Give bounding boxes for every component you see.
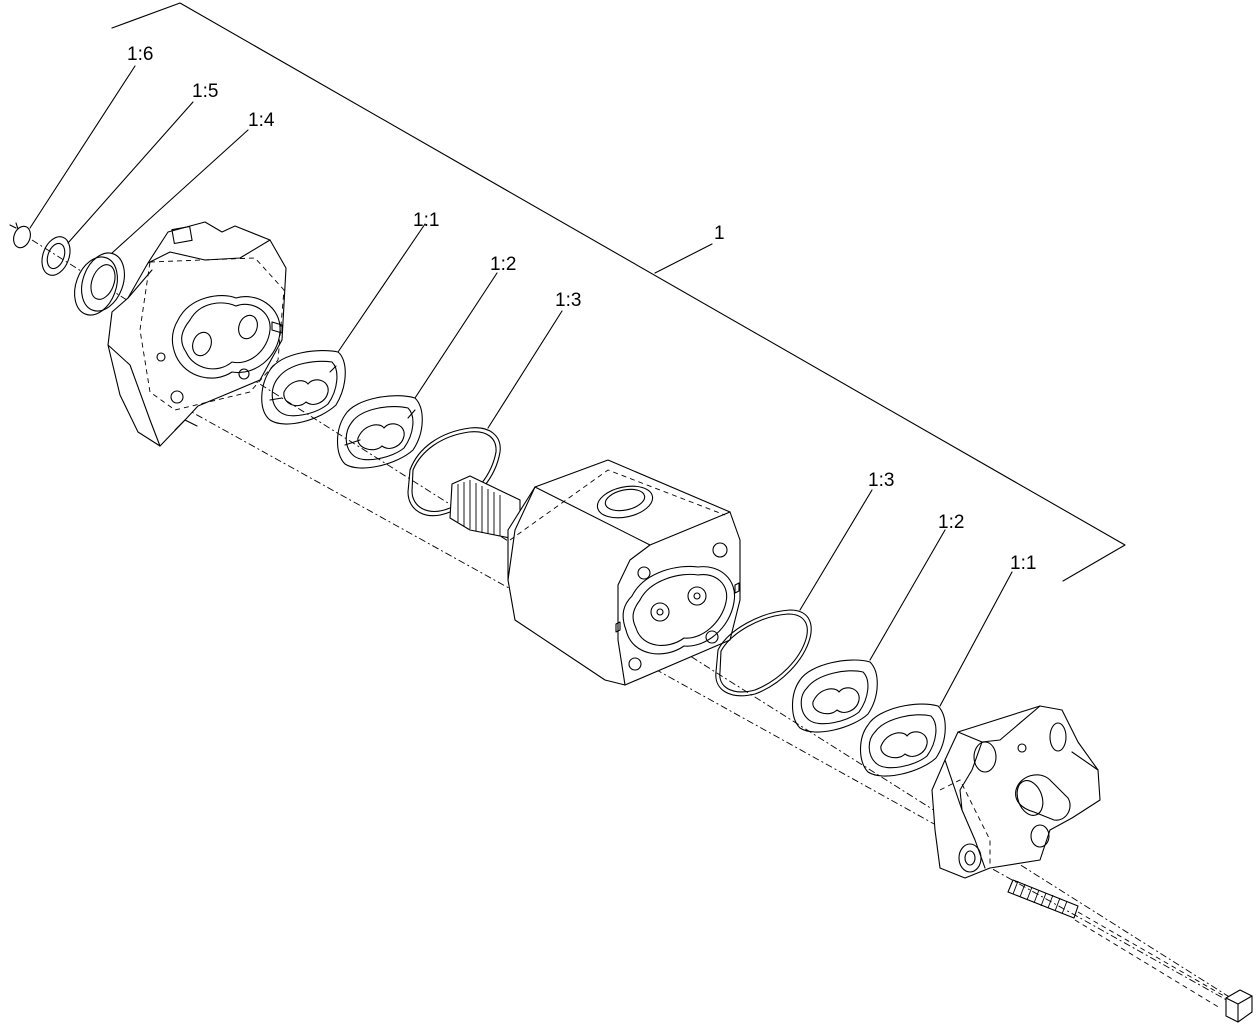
callout-1-1-right: 1:1 (1010, 553, 1036, 574)
callout-labels: 1:6 1:5 1:4 1 1:1 1:2 1:3 1:3 1:2 1:1 (127, 44, 1036, 574)
callout-1-1-left: 1:1 (413, 210, 439, 231)
shaft-seal (74, 252, 125, 316)
assembly-bracket (111, 2, 1126, 582)
front-flange (107, 221, 287, 447)
callout-1-4: 1:4 (248, 110, 275, 131)
o-ring-right (715, 609, 812, 697)
wear-plate-left (336, 395, 423, 469)
callout-1-3-right: 1:3 (868, 470, 894, 491)
callout-1-6: 1:6 (127, 44, 153, 65)
leader-lines (29, 65, 1013, 707)
callout-1-2-left: 1:2 (490, 254, 516, 275)
washer (41, 236, 71, 276)
rear-end-cover (931, 705, 1101, 879)
callout-assembly-1: 1 (714, 223, 725, 244)
wear-plate-right (791, 659, 878, 733)
gear-housing (507, 459, 741, 686)
callout-1-2-right: 1:2 (938, 512, 964, 533)
callout-1-5: 1:5 (192, 81, 218, 102)
o-ring-left (407, 427, 501, 517)
long-bolt (1007, 879, 1253, 1023)
callout-1-3-left: 1:3 (555, 290, 581, 311)
seal-gasket-left (261, 350, 346, 425)
seal-gasket-right (859, 703, 946, 777)
retaining-ring (9, 222, 31, 249)
